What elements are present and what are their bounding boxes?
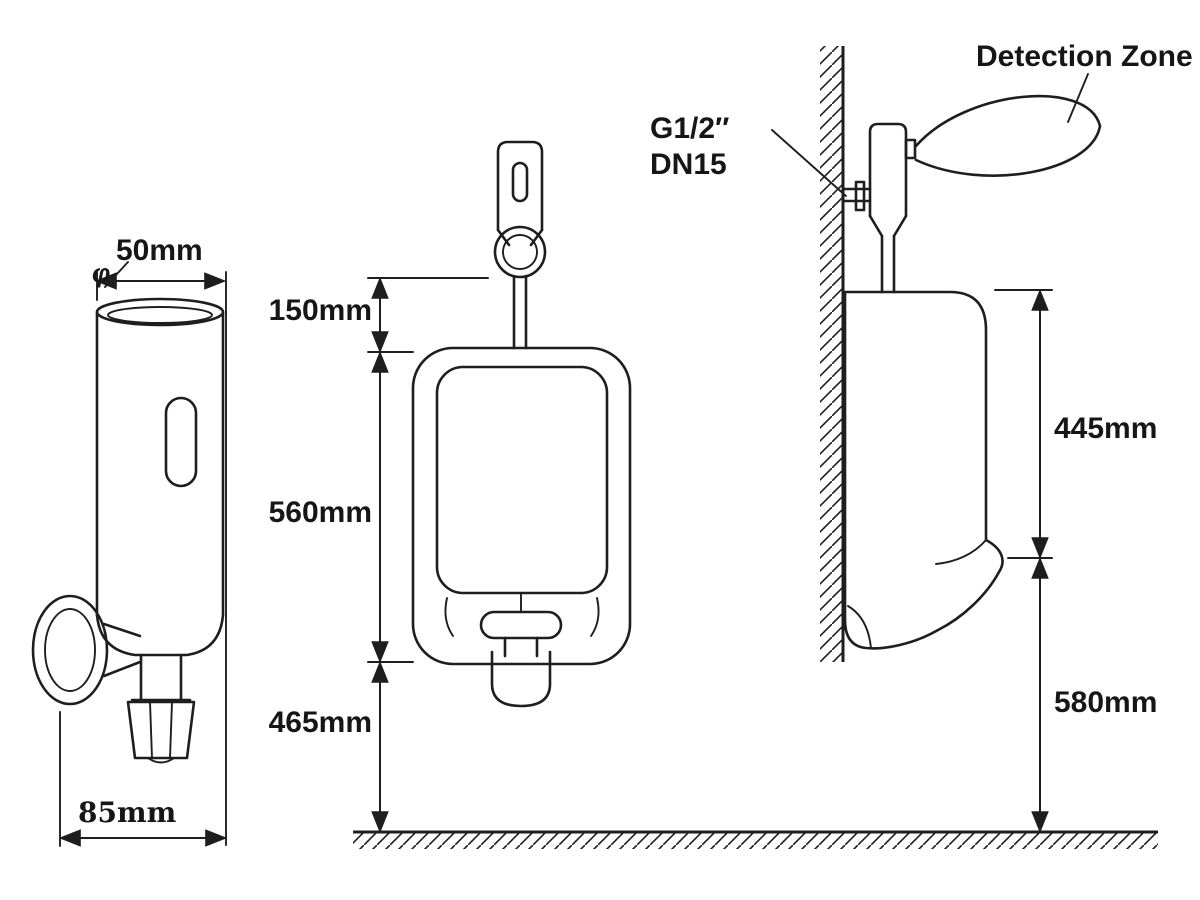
flush-valve-detail-view: φ 50mm 85mm xyxy=(31,234,228,847)
dim-445mm-label: 445mm xyxy=(1054,412,1157,445)
sensor-window xyxy=(164,396,198,488)
pipe-spec-line2: DN15 xyxy=(650,148,727,181)
side-urinal-body xyxy=(843,290,1004,650)
valve-body xyxy=(95,297,225,657)
diameter-symbol: φ xyxy=(92,258,110,288)
front-sensor-slot xyxy=(511,161,529,203)
urinal-front-view: 150mm 560mm 465mm xyxy=(269,140,632,834)
detection-zone-callout: Detection Zone xyxy=(976,40,1193,123)
front-urinal-body xyxy=(411,346,632,708)
drain-plug xyxy=(490,650,552,708)
urinal-side-view: G1/2″ DN15 Detection Zone 445mm 580mm xyxy=(650,40,1193,834)
side-sensor xyxy=(904,138,917,160)
dim-50mm: φ 50mm xyxy=(92,234,227,846)
side-flusher xyxy=(868,122,917,294)
wall-hatch xyxy=(820,46,845,662)
dim-85mm-label: 85mm xyxy=(78,796,176,829)
hex-nut-outlet xyxy=(126,653,196,764)
front-dimensions: 150mm 560mm 465mm xyxy=(269,276,489,834)
dim-85mm: 85mm xyxy=(58,711,228,847)
dim-580mm-label: 580mm xyxy=(1054,686,1157,719)
pipe-spec-callout: G1/2″ DN15 xyxy=(650,112,847,197)
side-dimensions: 445mm 580mm xyxy=(994,288,1157,834)
water-inlet xyxy=(841,180,872,212)
dim-150mm-label: 150mm xyxy=(269,294,372,327)
pipe-spec-line1: G1/2″ xyxy=(650,112,729,145)
dim-560mm-label: 560mm xyxy=(269,496,372,529)
drain-cover xyxy=(479,610,563,640)
dim-50mm-label: 50mm xyxy=(116,234,203,267)
floor-hatch xyxy=(353,830,1158,849)
dim-465mm-label: 465mm xyxy=(269,706,372,739)
front-flusher xyxy=(493,140,547,350)
wall-flange xyxy=(31,594,142,706)
detection-beam-loop xyxy=(914,94,1102,177)
detection-zone-label: Detection Zone xyxy=(976,40,1193,73)
